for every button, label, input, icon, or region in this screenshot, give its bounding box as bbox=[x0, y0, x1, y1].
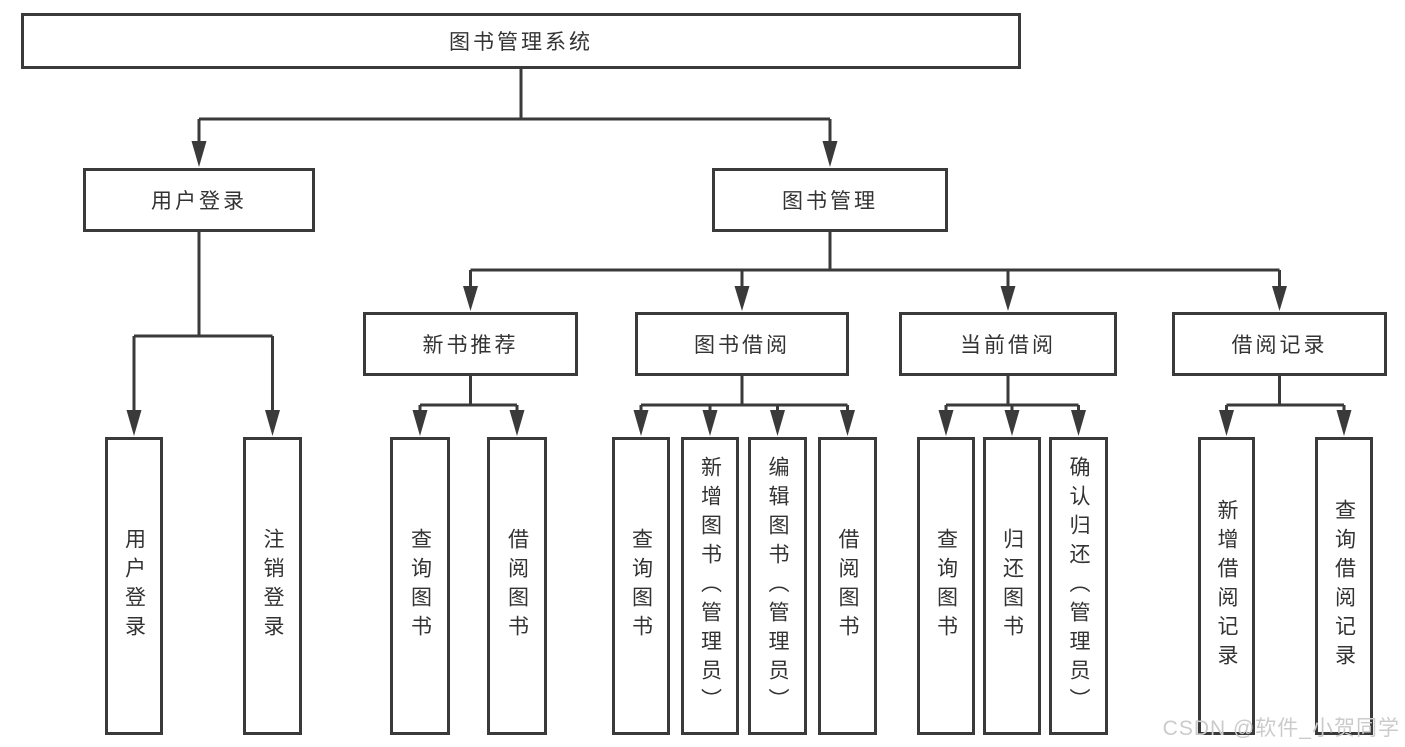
connector-root-to-level2 bbox=[191, 69, 838, 167]
connector-user-login-to-leaves bbox=[126, 232, 280, 436]
leaf-user-login: 用户登录 bbox=[105, 437, 163, 735]
node-book-borrow: 图书借阅 bbox=[635, 312, 849, 376]
leaf-borrow-books: 借阅图书 bbox=[818, 437, 877, 735]
node-borrow-records-label: 借阅记录 bbox=[1231, 334, 1328, 357]
node-root-label: 图书管理系统 bbox=[449, 31, 593, 54]
leaf-query-borrow-record-label: 查询借阅记录 bbox=[1332, 499, 1356, 673]
connector-current-borrow-to-leaves bbox=[938, 376, 1086, 436]
node-book-management-label: 图书管理 bbox=[782, 190, 878, 213]
leaf-user-login-label: 用户登录 bbox=[122, 528, 146, 644]
leaf-query-books-current: 查询图书 bbox=[917, 437, 975, 735]
connector-book-borrow-to-leaves bbox=[633, 376, 855, 436]
node-current-borrow: 当前借阅 bbox=[899, 312, 1117, 376]
leaf-edit-books-admin: 编辑图书（管理员） bbox=[748, 437, 807, 735]
connector-new-book-to-leaves bbox=[412, 376, 525, 436]
leaf-borrow-books-recommend: 借阅图书 bbox=[487, 437, 547, 735]
connector-borrow-records-to-leaves bbox=[1219, 376, 1352, 436]
leaf-edit-books-admin-label: 编辑图书（管理员） bbox=[766, 455, 789, 717]
leaf-add-books-admin-label: 新增图书（管理员） bbox=[698, 455, 722, 717]
node-user-login: 用户登录 bbox=[83, 168, 315, 232]
node-current-borrow-label: 当前借阅 bbox=[960, 334, 1056, 357]
leaf-borrow-books-label: 借阅图书 bbox=[836, 528, 859, 644]
leaf-logout: 注销登录 bbox=[243, 437, 302, 735]
leaf-query-books-recommend: 查询图书 bbox=[390, 437, 450, 735]
watermark-text: CSDN @软件_小贺同学 bbox=[1162, 717, 1400, 740]
leaf-add-books-admin: 新增图书（管理员） bbox=[681, 437, 739, 735]
leaf-borrow-books-recommend-label: 借阅图书 bbox=[505, 528, 529, 644]
leaf-return-books: 归还图书 bbox=[983, 437, 1041, 735]
node-root: 图书管理系统 bbox=[21, 13, 1021, 69]
node-user-login-label: 用户登录 bbox=[151, 190, 247, 213]
leaf-query-borrow-record: 查询借阅记录 bbox=[1315, 437, 1373, 735]
leaf-query-books-recommend-label: 查询图书 bbox=[408, 528, 432, 644]
leaf-add-borrow-record-label: 新增借阅记录 bbox=[1215, 499, 1238, 673]
node-new-book-recommend-label: 新书推荐 bbox=[422, 334, 519, 357]
leaf-query-books-borrow-label: 查询图书 bbox=[629, 528, 653, 644]
node-book-borrow-label: 图书借阅 bbox=[694, 334, 790, 357]
node-book-management: 图书管理 bbox=[712, 168, 948, 232]
leaf-query-books-borrow: 查询图书 bbox=[612, 437, 670, 735]
node-new-book-recommend: 新书推荐 bbox=[363, 312, 578, 376]
leaf-add-borrow-record: 新增借阅记录 bbox=[1198, 437, 1255, 735]
node-borrow-records: 借阅记录 bbox=[1172, 312, 1387, 376]
leaf-confirm-return-admin: 确认归还（管理员） bbox=[1049, 437, 1108, 735]
leaf-return-books-label: 归还图书 bbox=[1000, 528, 1024, 644]
leaf-query-books-current-label: 查询图书 bbox=[934, 528, 958, 644]
connector-book-management-to-level3 bbox=[463, 232, 1287, 311]
leaf-confirm-return-admin-label: 确认归还（管理员） bbox=[1067, 455, 1090, 717]
leaf-logout-label: 注销登录 bbox=[261, 528, 284, 644]
